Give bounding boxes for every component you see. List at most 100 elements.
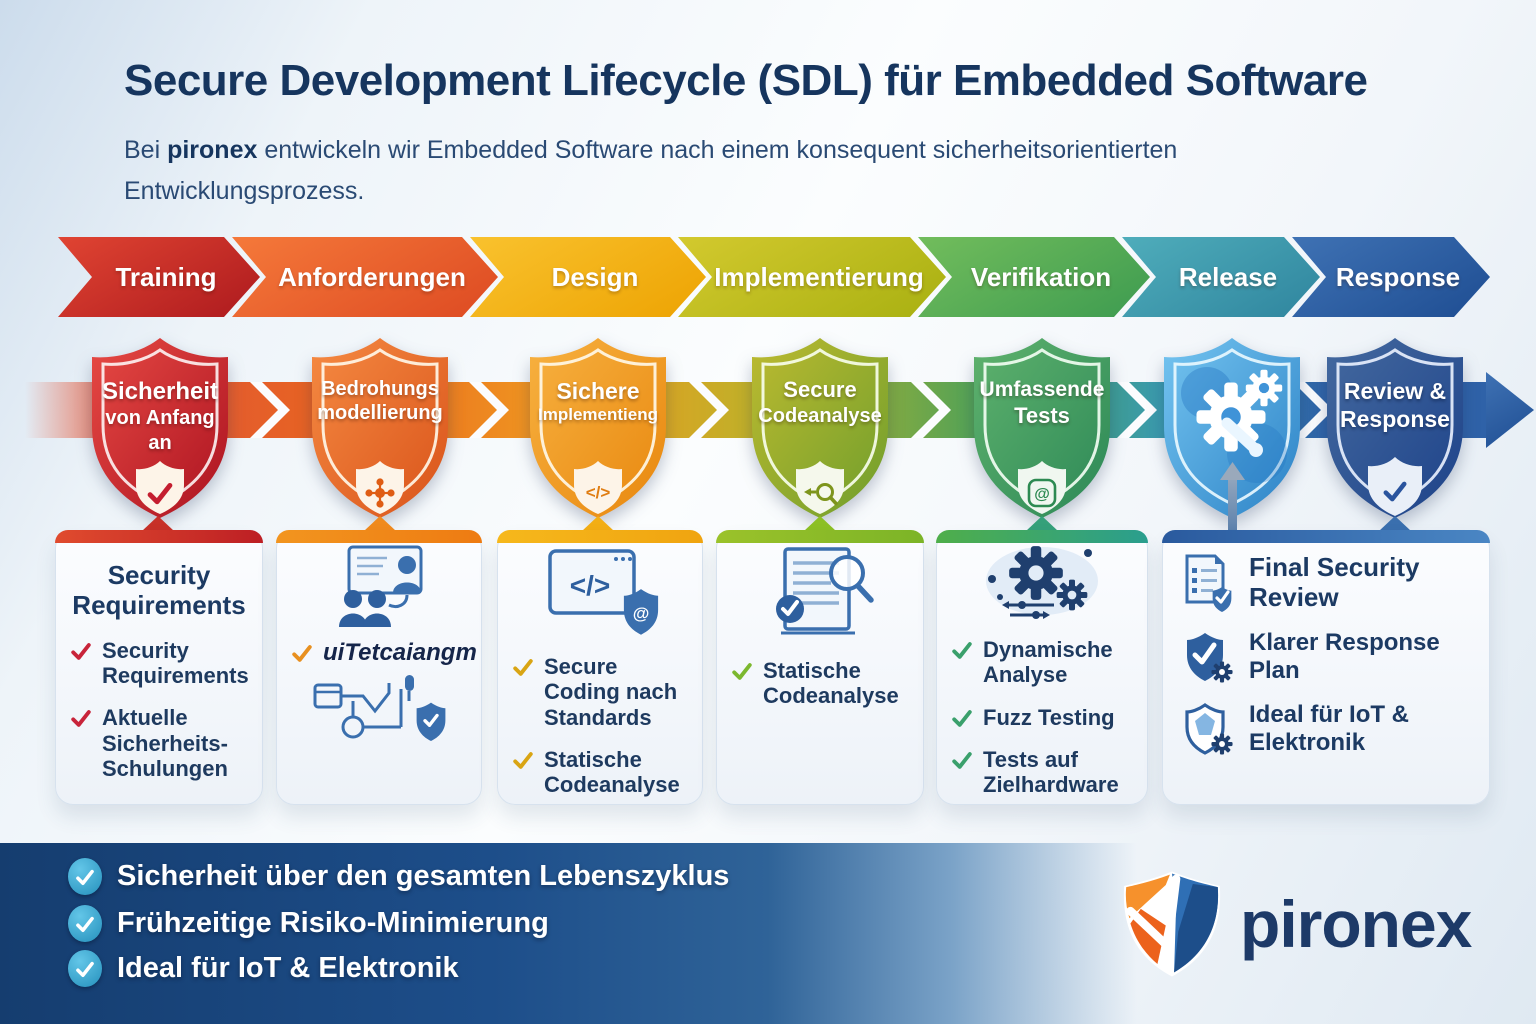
- phase-release: Release: [1122, 237, 1320, 317]
- check-icon: [951, 707, 973, 729]
- card-secure-coding: </> @ Secure Coding nach Standards Stati…: [497, 530, 703, 805]
- pironex-shield-icon: [1123, 871, 1221, 977]
- up-arrow-icon: [1228, 478, 1237, 530]
- card-final-security-review: Final Security Review Klarer Response Pl…: [1162, 530, 1490, 805]
- page-title-main: Secure Development Lifecycle (SDL): [124, 56, 873, 105]
- phase-anforderungen: Anforderungen: [232, 237, 498, 317]
- phase-response-label: Response: [1335, 261, 1461, 292]
- pironex-logo: pironex: [1120, 868, 1472, 980]
- card-accent-bar: [936, 530, 1148, 543]
- shield-title: Sichere: [556, 378, 640, 404]
- shield-shape: [1327, 338, 1463, 518]
- card-accent-bar: [276, 530, 482, 543]
- intro-text: Bei pironex entwickeln wir Embedded Soft…: [124, 130, 1177, 213]
- phase-design: Design: [470, 237, 706, 317]
- threat-model-icon: [358, 473, 402, 513]
- gear-wrench-icon: [1157, 333, 1307, 523]
- benefit-item: Sicherheit über den gesamten Lebenszyklu…: [68, 858, 729, 895]
- card-row: Final Security Review: [1163, 552, 1489, 613]
- shield-subtitle: Response: [1340, 406, 1450, 433]
- band-arrowhead-icon: [1486, 372, 1534, 448]
- shield-check-icon: [1373, 471, 1417, 511]
- shield-subtitle: Codeanalyse: [758, 404, 882, 427]
- shield-shape: [974, 338, 1110, 518]
- list-item: uiTetcaiangm: [277, 639, 481, 667]
- pironex-logo-text: pironex: [1240, 887, 1472, 961]
- list-item: Fuzz Testing: [937, 705, 1147, 730]
- phase-verifikation: Verifikation: [918, 237, 1150, 317]
- check-circle-icon: [68, 858, 102, 895]
- benefit-item: Frühzeitige Risiko-Minimierung: [68, 905, 549, 942]
- secure-coding-icon: </> @: [498, 545, 702, 637]
- card-row-label: Klarer Response Plan: [1249, 629, 1440, 684]
- check-circle-icon: [68, 950, 102, 987]
- shield-title: Review &: [1343, 378, 1447, 404]
- page-title: Secure Development Lifecycle (SDL) für E…: [124, 56, 1368, 106]
- intro-prefix: Bei: [124, 136, 168, 164]
- page-title-suffix: für Embedded Software: [872, 56, 1368, 105]
- intro-rest: entwickeln wir Embedded Software nach ei…: [257, 136, 1178, 164]
- threat-model-flowchart-icon: [277, 671, 481, 745]
- svg-text:@: @: [1034, 486, 1050, 503]
- card-dynamische-tests: Dynamische Analyse Fuzz Testing Tests au…: [936, 530, 1148, 805]
- check-icon: [951, 749, 973, 771]
- shield-title: Secure: [783, 377, 857, 402]
- card-statische-codeanalyse: Statische Codeanalyse: [716, 530, 924, 805]
- phase-release-label: Release: [1178, 261, 1278, 292]
- card-row: Klarer Response Plan: [1163, 629, 1489, 685]
- card-accent-bar: [716, 530, 924, 543]
- footer-band: [0, 843, 1536, 1024]
- shield-release-gears: [1157, 333, 1307, 523]
- phase-training: Training: [58, 237, 260, 317]
- card-row: Ideal für IoT & Elektronik: [1163, 701, 1489, 757]
- check-icon: [512, 656, 534, 678]
- shield-shape: [530, 338, 666, 518]
- card-title: Security Requirements: [72, 560, 246, 620]
- training-presentation-icon: [277, 545, 481, 631]
- iot-shield-icon: [1185, 702, 1233, 755]
- card-training: uiTetcaiangm: [276, 530, 482, 805]
- shield-subtitle: Implementieng: [538, 405, 658, 425]
- shield-shape: [92, 338, 228, 518]
- card-accent-bar: [55, 530, 263, 543]
- shield-subtitle: von Anfang an: [105, 407, 215, 454]
- phase-verifikation-label: Verifikation: [970, 261, 1112, 292]
- svg-text:@: @: [633, 604, 650, 623]
- check-icon: [70, 640, 92, 662]
- response-plan-shield-icon: [1187, 632, 1233, 683]
- dynamic-analysis-gears-icon: [937, 539, 1147, 627]
- check-icon: [951, 639, 973, 661]
- list-item: Statische Codeanalyse: [717, 658, 923, 709]
- check-icon: [138, 473, 182, 513]
- list-item: Dynamische Analyse: [937, 637, 1147, 688]
- benefit-label: Ideal für IoT & Elektronik: [117, 952, 459, 984]
- card-security-requirements: Security Requirements Security Requireme…: [55, 530, 263, 805]
- benefit-item: Ideal für IoT & Elektronik: [68, 950, 459, 987]
- list-item: Tests auf Zielhardware: [937, 747, 1147, 798]
- list-item: Aktuelle Sicherheits-Schulungen: [56, 705, 262, 781]
- phase-implementierung-label: Implementierung: [714, 261, 924, 292]
- card-accent-bar: [1162, 530, 1490, 543]
- intro-line2: Entwicklungsprozess.: [124, 177, 365, 206]
- intro-brand: pironex: [167, 136, 258, 164]
- phase-training-label: Training: [115, 261, 217, 292]
- list-item: Statische Codeanalyse: [498, 747, 702, 798]
- check-icon: [70, 707, 92, 729]
- at-badge-icon: @: [1020, 473, 1064, 513]
- phase-response: Response: [1292, 237, 1490, 317]
- phase-implementierung: Implementierung: [678, 237, 946, 317]
- phase-design-label: Design: [551, 261, 639, 292]
- check-icon: [291, 641, 313, 665]
- check-icon: [731, 660, 753, 682]
- code-icon: </>: [585, 483, 611, 502]
- shield-subtitle: modellierung: [317, 402, 443, 425]
- code-scan-icon: [798, 473, 842, 513]
- check-icon: [512, 749, 534, 771]
- shield-title: Sicherheit: [101, 378, 219, 405]
- shield-title: Bedrohungs: [321, 378, 439, 400]
- shield-title: Umfassende: [979, 378, 1105, 401]
